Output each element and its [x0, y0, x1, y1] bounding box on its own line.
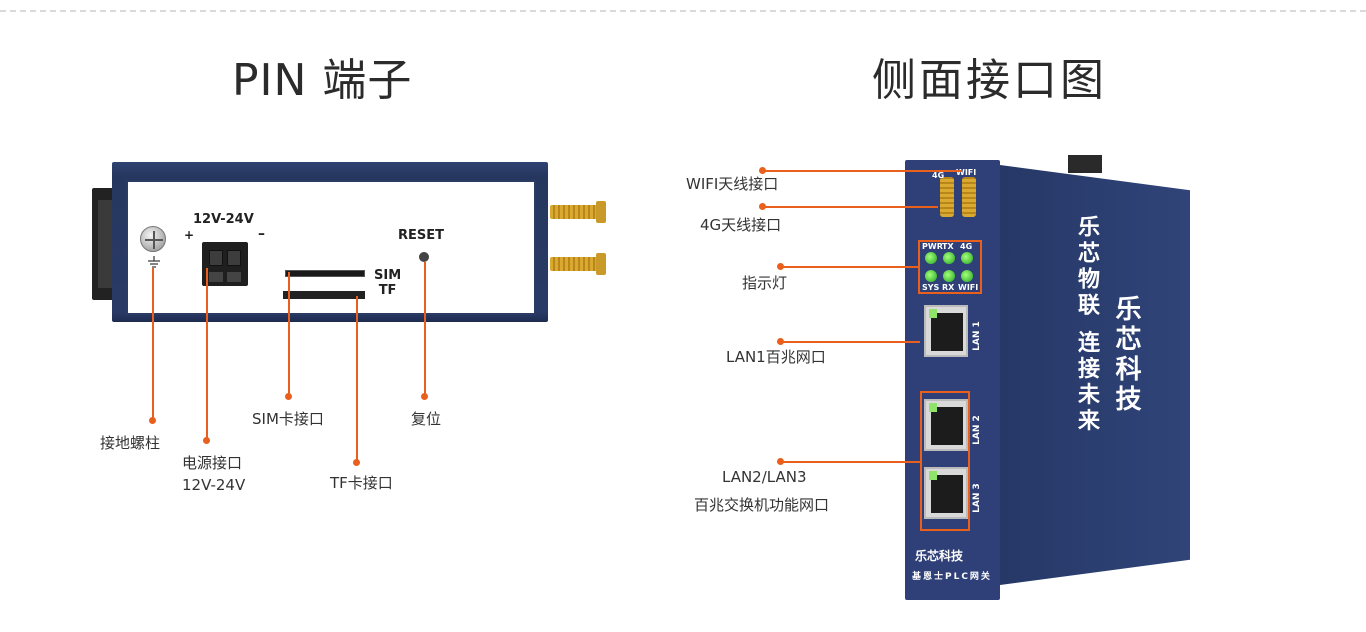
ground-screw-icon	[140, 226, 166, 252]
reset-callout-line	[424, 262, 426, 396]
power-minus-label: –	[258, 226, 265, 242]
led-callout-label: 指示灯	[742, 274, 788, 292]
sim-callout-label: SIM卡接口	[252, 410, 324, 428]
power-plus-label: +	[184, 228, 195, 242]
led-tx-icon	[943, 252, 955, 264]
power-callout-line	[206, 268, 208, 440]
reset-label: RESET	[398, 228, 445, 243]
reset-callout-label: 复位	[411, 410, 442, 428]
tf-callout-label: TF卡接口	[330, 474, 393, 492]
lan3-label: LAN 3	[971, 483, 982, 513]
led-4g-label: 4G	[960, 242, 973, 251]
lan23-callout-label: LAN2/LAN3	[722, 468, 807, 486]
antenna-connector-icon	[548, 252, 606, 276]
side-slogan: 乐芯物联 连接未来	[1074, 215, 1099, 435]
side-brand: 乐芯科技	[1111, 295, 1141, 415]
pin-title: PIN 端子	[232, 55, 413, 106]
power-voltage-label: 12V-24V	[193, 212, 254, 227]
lan2-label: LAN 2	[971, 415, 982, 445]
led-callout-line	[780, 266, 920, 268]
led-sys-icon	[925, 270, 937, 282]
din-rail-clip	[1068, 155, 1102, 173]
led-sys-label: SYS	[922, 283, 940, 292]
ant-4g-label: 4G	[932, 171, 945, 180]
ground-callout-line	[152, 268, 154, 420]
lan1-callout-label: LAN1百兆网口	[726, 348, 826, 366]
front-brand: 乐芯科技	[915, 549, 964, 563]
led-pwr-label: PWR	[922, 242, 943, 251]
antenna-connector-icon	[548, 200, 606, 224]
lan1-port	[924, 305, 968, 357]
tf-callout-dot	[353, 459, 360, 466]
led-indicator-group: PWR TX 4G SYS RX WIFI	[918, 240, 982, 294]
tf-callout-line	[356, 296, 358, 462]
lan1-label: LAN 1	[971, 321, 982, 351]
sim-callout-line	[288, 272, 290, 396]
ground-callout-label: 接地螺柱	[100, 434, 161, 452]
led-rx-icon	[943, 270, 955, 282]
side-title: 侧面接口图	[872, 55, 1107, 106]
power-callout-dot	[203, 437, 210, 444]
sim-tf-label: SIM TF	[374, 268, 402, 298]
power-callout-label: 电源接口 12V-24V	[182, 454, 246, 494]
wifi-callout-line	[762, 170, 962, 172]
wifi-callout-label: WIFI天线接口	[686, 175, 779, 193]
led-tx-label: TX	[942, 242, 954, 251]
din-rail-inner	[98, 200, 114, 288]
4g-callout-line	[762, 206, 938, 208]
reset-callout-dot	[421, 393, 428, 400]
ground-symbol-icon	[148, 256, 160, 268]
antenna-connector-icon	[936, 177, 958, 225]
tf-card-slot	[283, 291, 365, 299]
sim-card-slot	[285, 270, 365, 277]
lan23-group	[920, 391, 970, 531]
lan1-callout-line	[780, 341, 920, 343]
front-model: 基恩士PLC网关	[912, 572, 992, 582]
antenna-connector-icon	[958, 177, 980, 225]
sim-callout-dot	[285, 393, 292, 400]
device-front-view: 4G WIFI PWR TX 4G SYS RX WIFI LAN 1 LAN …	[900, 155, 1200, 605]
reset-button	[419, 252, 429, 262]
lan23-callout-desc: 百兆交换机功能网口	[694, 496, 830, 514]
led-4g-icon	[961, 252, 973, 264]
led-pwr-icon	[925, 252, 937, 264]
lan23-callout-line	[780, 461, 920, 463]
power-terminal-connector	[202, 242, 248, 286]
4g-callout-label: 4G天线接口	[700, 216, 782, 234]
top-divider	[0, 10, 1366, 12]
led-wifi-label: WIFI	[958, 283, 979, 292]
ground-callout-dot	[149, 417, 156, 424]
device-side-panel	[1000, 165, 1190, 585]
lan3-port	[924, 467, 968, 519]
led-wifi-icon	[961, 270, 973, 282]
device-front-panel	[905, 160, 1000, 600]
ant-wifi-label: WIFI	[956, 168, 977, 177]
device-side-view: 12V-24V + – SIM TF RESET	[92, 160, 612, 325]
led-rx-label: RX	[942, 283, 955, 292]
lan2-port	[924, 399, 968, 451]
